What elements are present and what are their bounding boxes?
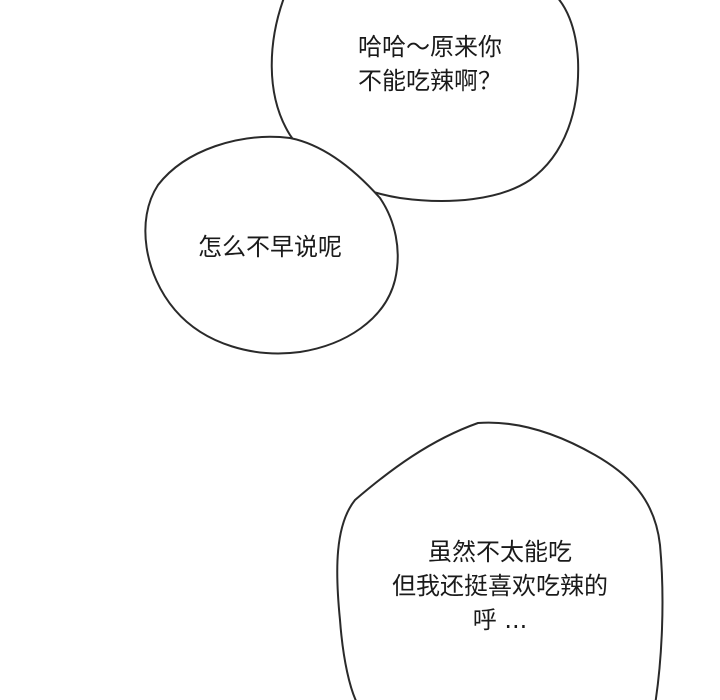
speech-bubble-bottom <box>336 421 664 700</box>
speech-line: 呼 ... <box>472 606 528 634</box>
speech-line: 虽然不太能吃 <box>428 538 572 566</box>
speech-text-bottom: 虽然不太能吃 但我还挺喜欢吃辣的 呼 ... <box>345 535 655 637</box>
speech-bubble-middle <box>144 135 399 355</box>
speech-bubble-top <box>270 0 580 202</box>
speech-line: 怎么不早说呢 <box>198 233 342 261</box>
speech-line: 哈哈～原来你 <box>358 33 502 61</box>
speech-text-top: 哈哈～原来你 不能吃辣啊？ <box>320 30 540 98</box>
speech-text-middle: 怎么不早说呢 <box>170 230 370 264</box>
speech-line: 不能吃辣啊？ <box>358 67 502 95</box>
speech-line: 但我还挺喜欢吃辣的 <box>392 572 608 600</box>
